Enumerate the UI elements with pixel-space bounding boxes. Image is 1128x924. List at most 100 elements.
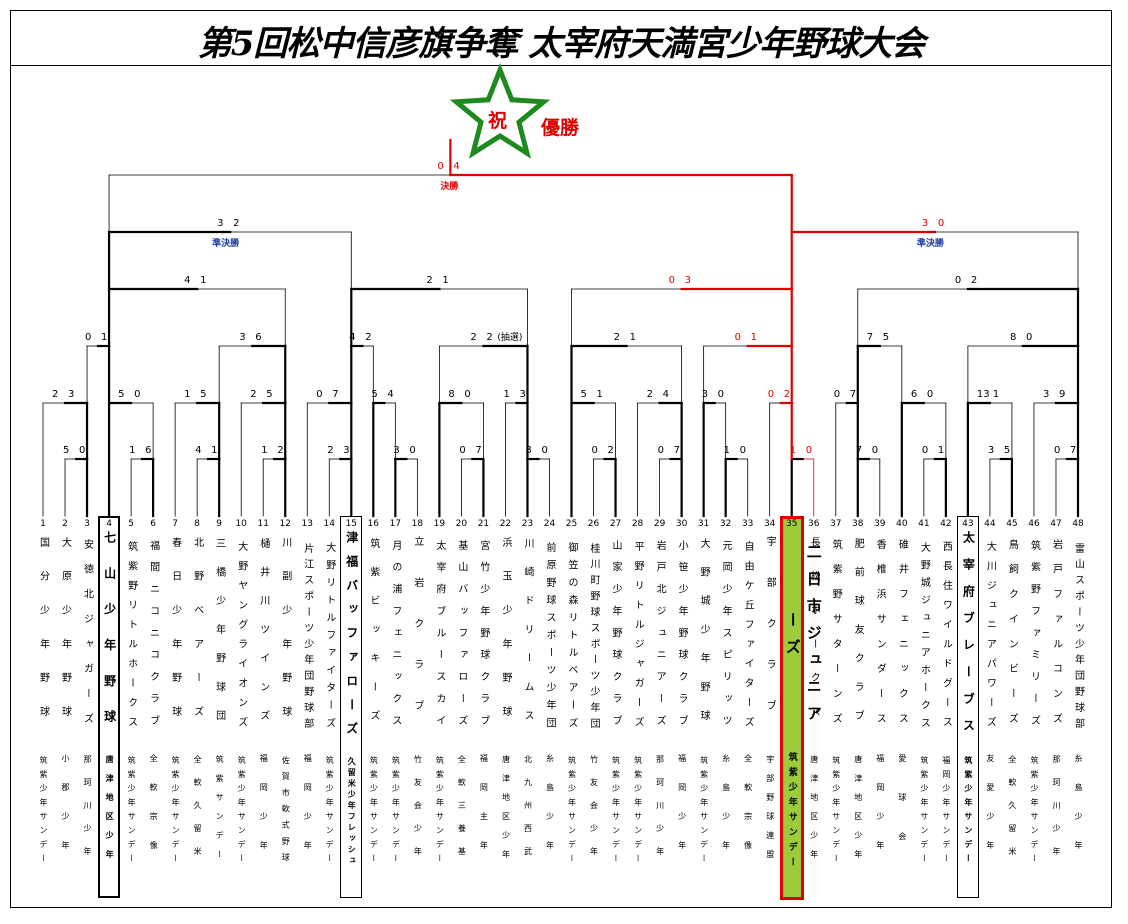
team-name: 北野ベアーズ [191, 537, 203, 740]
match-score: 0 [79, 445, 86, 456]
team-number: 42 [940, 519, 952, 529]
match-score: 1 [596, 389, 603, 400]
team-name: 岩戸ファルコンズ [1050, 539, 1062, 738]
team-name: 大原少年野球 [59, 537, 71, 740]
match-score: 1 [442, 275, 449, 286]
team-number: 31 [697, 519, 710, 529]
team-name: 基山バッファローズ [455, 540, 467, 737]
team-league: 筑紫少年サンデー [567, 756, 577, 868]
match-score: 2 [486, 332, 493, 343]
team-number: 24 [543, 519, 556, 529]
team-league: 筑紫少年サンデー [611, 756, 621, 868]
match-score: 3 [684, 275, 691, 286]
match-score: 5 [1003, 445, 1011, 456]
team-number: 18 [411, 519, 424, 529]
title-bar: 第5回松中信彦旗争奪 太宰府天満宮少年野球大会 [10, 10, 1112, 66]
team-name: 樋井川ツインズ [257, 538, 269, 739]
team-name: 山家少年野球クラブ [610, 540, 622, 737]
team-league: 全軟久留米 [1007, 754, 1017, 870]
match-score: 2 [783, 389, 791, 400]
final-label: 決勝 [440, 182, 459, 192]
team-number: 13 [301, 519, 313, 529]
team-league: 筑紫少年サンデー [39, 756, 48, 868]
match-score: 7 [332, 389, 339, 400]
team-league: 全軟宗像 [149, 754, 159, 870]
match-score: 7 [866, 332, 874, 343]
team-number: 26 [587, 519, 600, 529]
team-number: 14 [323, 519, 335, 529]
team-number: 8 [194, 519, 200, 529]
team-league: 筑紫少年サンデー [127, 756, 137, 868]
match-score: 1 [200, 275, 207, 286]
team-league: 筑紫少年サンデー [171, 756, 181, 868]
team-league: 全軟宗像 [743, 754, 753, 870]
team-name: 三橋少年野球団 [213, 538, 225, 739]
team-number: 44 [984, 519, 996, 529]
match-score: 2 [365, 332, 372, 343]
team-number: 36 [808, 519, 820, 529]
match-score: 5 [882, 332, 890, 343]
match-score: 2 [426, 275, 433, 286]
match-score: 3 [393, 445, 400, 456]
team-name: 国分少年野球 [37, 537, 49, 740]
team-number: 37 [830, 519, 842, 529]
team-league: 唐津地区少年 [853, 755, 863, 869]
star-label: 祝 [488, 110, 508, 132]
team-name: 福間ニコニコクラブ [147, 540, 159, 737]
team-number: 11 [257, 519, 269, 529]
match-score: 1 [723, 445, 731, 456]
champion-label: 優勝 [541, 117, 580, 139]
team-league: 筑紫少年サンデー [831, 756, 841, 868]
team-name: 長松ホークス [808, 537, 820, 740]
match-score: 3 [343, 445, 350, 456]
match-score: 2 [52, 389, 59, 400]
team-league: 筑紫少年サンデー [325, 756, 335, 868]
team-number: 29 [653, 519, 666, 529]
team-league: 全軟三養基 [457, 754, 467, 870]
team-name: 宮竹少年野球クラブ [477, 540, 489, 737]
team-league: 竹友会少年 [589, 754, 599, 870]
match-score: 4 [349, 332, 356, 343]
team-number: 16 [367, 519, 380, 529]
team-league: 唐津地区少年 [501, 755, 511, 869]
match-score: 1 [992, 389, 1000, 400]
team-number: 28 [631, 519, 644, 529]
match-score: 3 [519, 389, 526, 400]
match-score: 8 [1009, 332, 1017, 343]
match-score: 0 [734, 332, 742, 343]
team-name: 立岩クラブ [411, 536, 423, 741]
team-name: 岩戸北ジュニアーズ [654, 540, 666, 737]
match-score: 6 [910, 389, 918, 400]
team-league: 糸島少年 [721, 754, 731, 870]
match-score: 2 [470, 332, 477, 343]
match-score: 7 [1069, 445, 1077, 456]
team-league: 筑紫少年サンデー [963, 756, 973, 868]
team-name: 津福バッファローズ [344, 531, 359, 746]
match-score: 7 [849, 389, 857, 400]
team-league: 全軟久留米 [193, 754, 203, 870]
lottery-note: (抽選) [497, 333, 523, 343]
match-score: 2 [250, 389, 257, 400]
match-score: 1 [184, 389, 191, 400]
match-score: 1 [789, 445, 797, 456]
match-score: 0 [767, 389, 775, 400]
team-number: 10 [235, 519, 247, 529]
match-score: 0 [937, 218, 945, 229]
